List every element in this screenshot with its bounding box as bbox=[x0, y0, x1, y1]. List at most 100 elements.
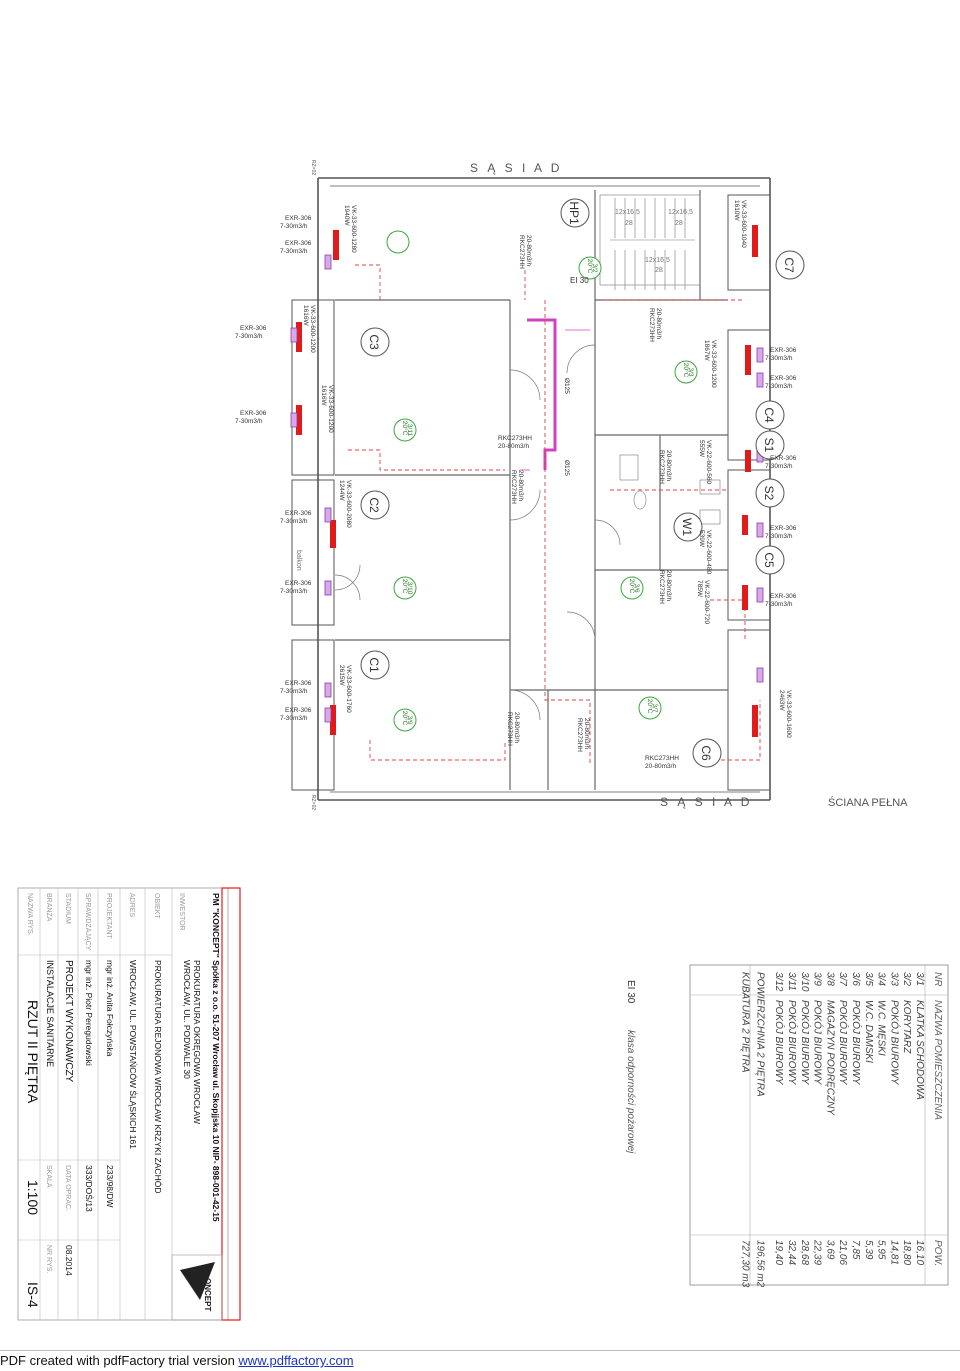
table-cell-area: 19,40 bbox=[773, 1240, 784, 1265]
exhaust-type: EXR-306 bbox=[770, 375, 797, 382]
radiator-power: 2615W bbox=[338, 665, 345, 686]
legend-symbol: EI 30 bbox=[625, 980, 636, 1004]
fire-class-plan: EI 30 bbox=[570, 276, 589, 285]
table-cell-name: W.C. MĘSKI bbox=[876, 1000, 887, 1056]
supply-flow: 20-80m3/h bbox=[665, 450, 672, 481]
table-cell-nr: 3/4 bbox=[876, 972, 887, 986]
supply-type: RKC273HH bbox=[658, 450, 665, 484]
room-code-hp1: 3/2 bbox=[591, 263, 598, 272]
radiator-type: VK-33-600-1760 bbox=[345, 665, 352, 713]
radiator-type: VK-33-600-2080 bbox=[345, 480, 352, 528]
room-label-c6: C6 bbox=[699, 745, 713, 761]
exhaust-type: EXR-306 bbox=[285, 707, 312, 714]
radiator-type: VK-33-600-1200 bbox=[327, 385, 334, 433]
exhaust-type: EXR-306 bbox=[770, 593, 797, 600]
room-code-c3: 3/11 bbox=[406, 424, 413, 437]
supply-flow: 20-80m3/h bbox=[665, 570, 672, 601]
radiator-type: VK-33-600-1200 bbox=[309, 305, 316, 353]
room-code-c2: 3/10 bbox=[406, 582, 413, 595]
pdf-footer: PDF created with pdfFactory trial versio… bbox=[0, 1350, 960, 1371]
supply-flow: 20-80m3/h bbox=[645, 763, 676, 770]
table-cell-nr: 3/5 bbox=[863, 972, 874, 986]
exhaust-type: EXR-306 bbox=[285, 680, 312, 687]
table-cell-nr: 3/12 bbox=[773, 972, 784, 992]
supply-flow: 20-80m3/h bbox=[498, 443, 529, 450]
company-logo: ONCEPT bbox=[203, 1278, 212, 1311]
small-label-top: RZ=02 bbox=[310, 160, 316, 175]
table-cell-name: POKÓJ BIUROWY bbox=[888, 1000, 901, 1086]
object-name: PROKURATURA REJONOWA WROCŁAW KRZYKI ZACH… bbox=[153, 960, 163, 1193]
pipe-label: Ø125 bbox=[563, 460, 570, 476]
table-total-area: 196,56 m2 bbox=[754, 1240, 765, 1288]
supply-flow: 20-80m3/h bbox=[517, 470, 524, 501]
date-value: 08.2014 bbox=[64, 1245, 74, 1276]
exhaust-flow: 7-30m3/h bbox=[235, 418, 263, 425]
table-cell-area: 7,85 bbox=[850, 1240, 861, 1260]
radiator-power: 1610W bbox=[733, 200, 740, 221]
table-cell-name: MAGAZYN PODRĘCZNY bbox=[824, 1000, 835, 1116]
radiator-type: VK-22-600-480 bbox=[705, 530, 712, 574]
table-volume: 727,30 m3 bbox=[740, 1240, 751, 1288]
radiator-type: VK-33-600-1600 bbox=[785, 690, 792, 738]
room-temp-c6: 20°C bbox=[646, 699, 654, 714]
table-cell-name: W.C. DAMSKI bbox=[863, 1000, 874, 1063]
checker-name: mgr inż. Piotr Peregudowski bbox=[84, 960, 94, 1066]
table-cell-nr: 3/11 bbox=[786, 972, 797, 991]
room-label-c4: C4 bbox=[762, 407, 776, 423]
room-temp-hp1: 20°C bbox=[586, 259, 594, 274]
table-header-area: POW. bbox=[932, 1240, 943, 1266]
table-cell-area: 14,81 bbox=[888, 1240, 899, 1265]
drawing-number: IS-4 bbox=[25, 1282, 41, 1308]
stair-tread: 12x16,5 bbox=[615, 209, 640, 216]
room-label-s2: S2 bbox=[762, 486, 776, 501]
footer-link[interactable]: www.pdffactory.com bbox=[238, 1353, 354, 1368]
drawing-name: RZUT II PIĘTRA bbox=[25, 1000, 41, 1104]
table-cell-name: KLATKA SCHODOWA bbox=[914, 1000, 925, 1100]
room-label-c1: C1 bbox=[367, 657, 381, 673]
radiator-type: VK-22-600-560 bbox=[705, 440, 712, 484]
room-code-c6: 3/7 bbox=[651, 703, 658, 712]
stair-count: 28 bbox=[675, 220, 683, 227]
room-label-hp1: HP1 bbox=[567, 201, 581, 225]
designer-name: mgr inż. Anita Fołczyńska bbox=[105, 960, 115, 1057]
radiator-power: 785W bbox=[696, 580, 703, 598]
stage-value: PROJEKT WYKONAWCZY bbox=[63, 960, 74, 1083]
table-cell-nr: 3/9 bbox=[812, 972, 823, 986]
radiator-power: 1867W bbox=[703, 340, 710, 361]
company-line: PM "KONCEPT" Spółka z o.o. 51-207 Wrocła… bbox=[211, 893, 221, 1222]
supply-flow: 20-80m3/h bbox=[655, 308, 662, 339]
radiator-power: 555W bbox=[698, 440, 705, 458]
table-header-name: NAZWA POMIESZCZENIA bbox=[932, 1000, 943, 1120]
table-total-area-label: POWIERZCHNIA 2 PIĘTRA bbox=[754, 972, 765, 1097]
room-code-c1: 3/9 bbox=[406, 715, 413, 724]
branch-label: BRANŻA bbox=[45, 893, 54, 922]
supply-type: RKC273HH bbox=[506, 712, 513, 746]
drawing-name-label: NAZWA RYS. bbox=[26, 893, 33, 936]
exhaust-type: EXR-306 bbox=[240, 410, 267, 417]
exhaust-flow: 7-30m3/h bbox=[280, 588, 308, 595]
supply-type: RKC273HH bbox=[518, 235, 525, 269]
table-cell-area: 21,06 bbox=[837, 1239, 848, 1265]
branch-value: INSTALACJE SANITARNE bbox=[45, 960, 55, 1067]
exhaust-flow: 7-30m3/h bbox=[765, 601, 793, 608]
supply-flow: 20-80m3/h bbox=[513, 712, 520, 743]
radiator-power: 1940W bbox=[343, 205, 350, 226]
radiator-type: VK-33-600-1040 bbox=[740, 200, 747, 248]
supply-type: RKC273HH bbox=[498, 435, 532, 442]
exhaust-type: EXR-306 bbox=[285, 580, 312, 587]
neighbor-label-top: S Ą S I A D bbox=[470, 161, 562, 175]
exhaust-flow: 7-30m3/h bbox=[280, 248, 308, 255]
room-temp-c2: 20°C bbox=[401, 579, 409, 594]
pipe-label: Ø125 bbox=[563, 378, 570, 394]
room-temp-c4: 20°C bbox=[682, 363, 690, 378]
checker-label: SPRAWDZAJĄCY bbox=[84, 893, 91, 951]
investor-label: INWESTOR bbox=[178, 893, 185, 931]
exhaust-flow: 7-30m3/h bbox=[280, 223, 308, 230]
designer-number: 233/98/DW bbox=[105, 1165, 115, 1208]
stair-tread: 12x16,5 bbox=[645, 257, 670, 264]
table-cell-nr: 3/10 bbox=[799, 972, 810, 992]
table-cell-nr: 3/3 bbox=[888, 972, 899, 986]
balcony-label: balkon bbox=[295, 550, 302, 571]
radiator-power: 1244W bbox=[338, 480, 345, 501]
